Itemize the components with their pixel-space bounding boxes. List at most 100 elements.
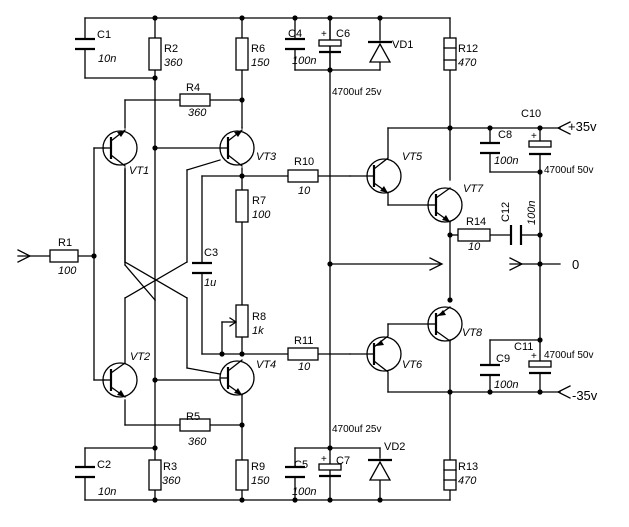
capacitor-c12 xyxy=(509,225,523,245)
r13-value: 470 xyxy=(458,475,477,487)
junction-dots xyxy=(91,15,543,503)
r14-value: 10 xyxy=(468,241,481,253)
c4-ref: C4 xyxy=(288,28,302,40)
r14-ref: R14 xyxy=(466,216,486,228)
capacitor-c3 xyxy=(192,261,212,275)
c6-polarity: + xyxy=(321,29,327,40)
c1-ref: C1 xyxy=(97,29,111,41)
c2-value: 10n xyxy=(98,486,116,498)
transistor-vt5 xyxy=(349,157,402,194)
ground-arrow xyxy=(509,257,524,271)
transistor-vt7 xyxy=(427,187,463,223)
diode-vd2 xyxy=(368,458,392,481)
r6-ref: R6 xyxy=(251,43,265,55)
vt8-ref: VT8 xyxy=(462,327,483,339)
c6-value: 4700uf 25v xyxy=(332,87,382,98)
resistor-r9 xyxy=(235,459,249,491)
r13-ref: R13 xyxy=(458,461,478,473)
c5-ref: C5 xyxy=(294,459,308,471)
output-arrow xyxy=(429,257,444,271)
c11-ref: C11 xyxy=(514,341,533,353)
r10-ref: R10 xyxy=(294,156,314,168)
resistor-r10 xyxy=(287,169,319,183)
neg-supply-label: -35v xyxy=(572,388,598,403)
resistor-r11 xyxy=(287,347,319,361)
capacitor-c9 xyxy=(480,363,500,377)
c8-ref: C8 xyxy=(498,129,512,141)
resistor-r5 xyxy=(179,418,211,432)
r5-value: 360 xyxy=(188,436,207,448)
vt6-ref: VT6 xyxy=(402,359,423,371)
resistor-r4 xyxy=(179,93,211,107)
vt4-ref: VT4 xyxy=(256,359,276,371)
capacitor-c4 xyxy=(285,37,305,51)
neg-supply-arrow xyxy=(556,385,571,399)
labels: C1 10n R2 360 R6 150 C4 100n C6 + 4700uf… xyxy=(58,28,598,498)
transistor-vt4 xyxy=(219,359,255,396)
c10-polarity: + xyxy=(531,131,537,142)
capacitor-c7 xyxy=(318,463,342,478)
transistor-vt6 xyxy=(349,335,402,373)
r10-value: 10 xyxy=(298,185,311,197)
r9-ref: R9 xyxy=(251,461,265,473)
resistor-r7 xyxy=(235,189,249,223)
capacitor-c6 xyxy=(318,17,342,71)
transistors xyxy=(102,129,463,398)
pos-supply-label: +35v xyxy=(568,119,597,134)
r9-value: 150 xyxy=(251,475,270,487)
r4-ref: R4 xyxy=(186,82,200,94)
transistor-vt2 xyxy=(102,362,138,398)
diode-vd1 xyxy=(368,40,392,63)
r3-ref: R3 xyxy=(163,461,177,473)
c10-ref: C10 xyxy=(521,108,541,120)
vd2-ref: VD2 xyxy=(384,441,405,453)
capacitors xyxy=(75,17,552,479)
c10-value: 4700uf 50v xyxy=(544,165,594,176)
r7-ref: R7 xyxy=(252,195,266,207)
c9-ref: C9 xyxy=(496,353,510,365)
resistor-r12 xyxy=(443,37,457,71)
r8-wiper-arrow xyxy=(229,317,238,327)
c9-value: 100n xyxy=(494,379,518,391)
capacitor-c10 xyxy=(528,140,552,156)
vd1-ref: VD1 xyxy=(392,39,413,51)
capacitor-c2 xyxy=(75,465,95,479)
r1-ref: R1 xyxy=(58,237,72,249)
r11-ref: R11 xyxy=(294,335,313,347)
r11-value: 10 xyxy=(298,361,311,373)
resistor-r13 xyxy=(443,459,457,491)
terminal-arrows xyxy=(17,121,571,399)
capacitor-c5 xyxy=(285,465,305,479)
resistor-r2 xyxy=(148,37,162,71)
resistor-r6 xyxy=(235,37,249,71)
c11-polarity: + xyxy=(531,351,537,362)
r4-value: 360 xyxy=(188,107,207,119)
ground-label: 0 xyxy=(572,257,579,272)
c12-value: 100n xyxy=(526,201,538,225)
c5-value: 100n xyxy=(292,486,316,498)
c11-value: 4700uf 50v xyxy=(544,350,594,361)
r12-ref: R12 xyxy=(458,43,478,55)
c4-value: 100n xyxy=(292,55,316,67)
vt2-ref: VT2 xyxy=(130,351,150,363)
r2-ref: R2 xyxy=(164,43,178,55)
r5-ref: R5 xyxy=(186,411,200,423)
transistor-vt8 xyxy=(427,306,463,342)
resistor-r14 xyxy=(457,228,491,242)
resistors xyxy=(49,37,491,491)
wires xyxy=(17,17,561,501)
resistor-r8 xyxy=(235,304,249,338)
vt3-ref: VT3 xyxy=(256,151,277,163)
transistor-vt3 xyxy=(219,129,255,167)
vt1-ref: VT1 xyxy=(129,165,149,177)
capacitor-c8 xyxy=(480,141,500,155)
capacitor-c1 xyxy=(75,37,95,51)
resistor-r3 xyxy=(148,459,162,491)
vt7-ref: VT7 xyxy=(463,183,484,195)
transistor-vt1 xyxy=(102,129,138,167)
r12-value: 470 xyxy=(458,57,477,69)
r3-value: 360 xyxy=(162,475,181,487)
c7-ref: C7 xyxy=(336,455,350,467)
c2-ref: C2 xyxy=(97,459,111,471)
input-terminal-arrow xyxy=(17,249,32,263)
